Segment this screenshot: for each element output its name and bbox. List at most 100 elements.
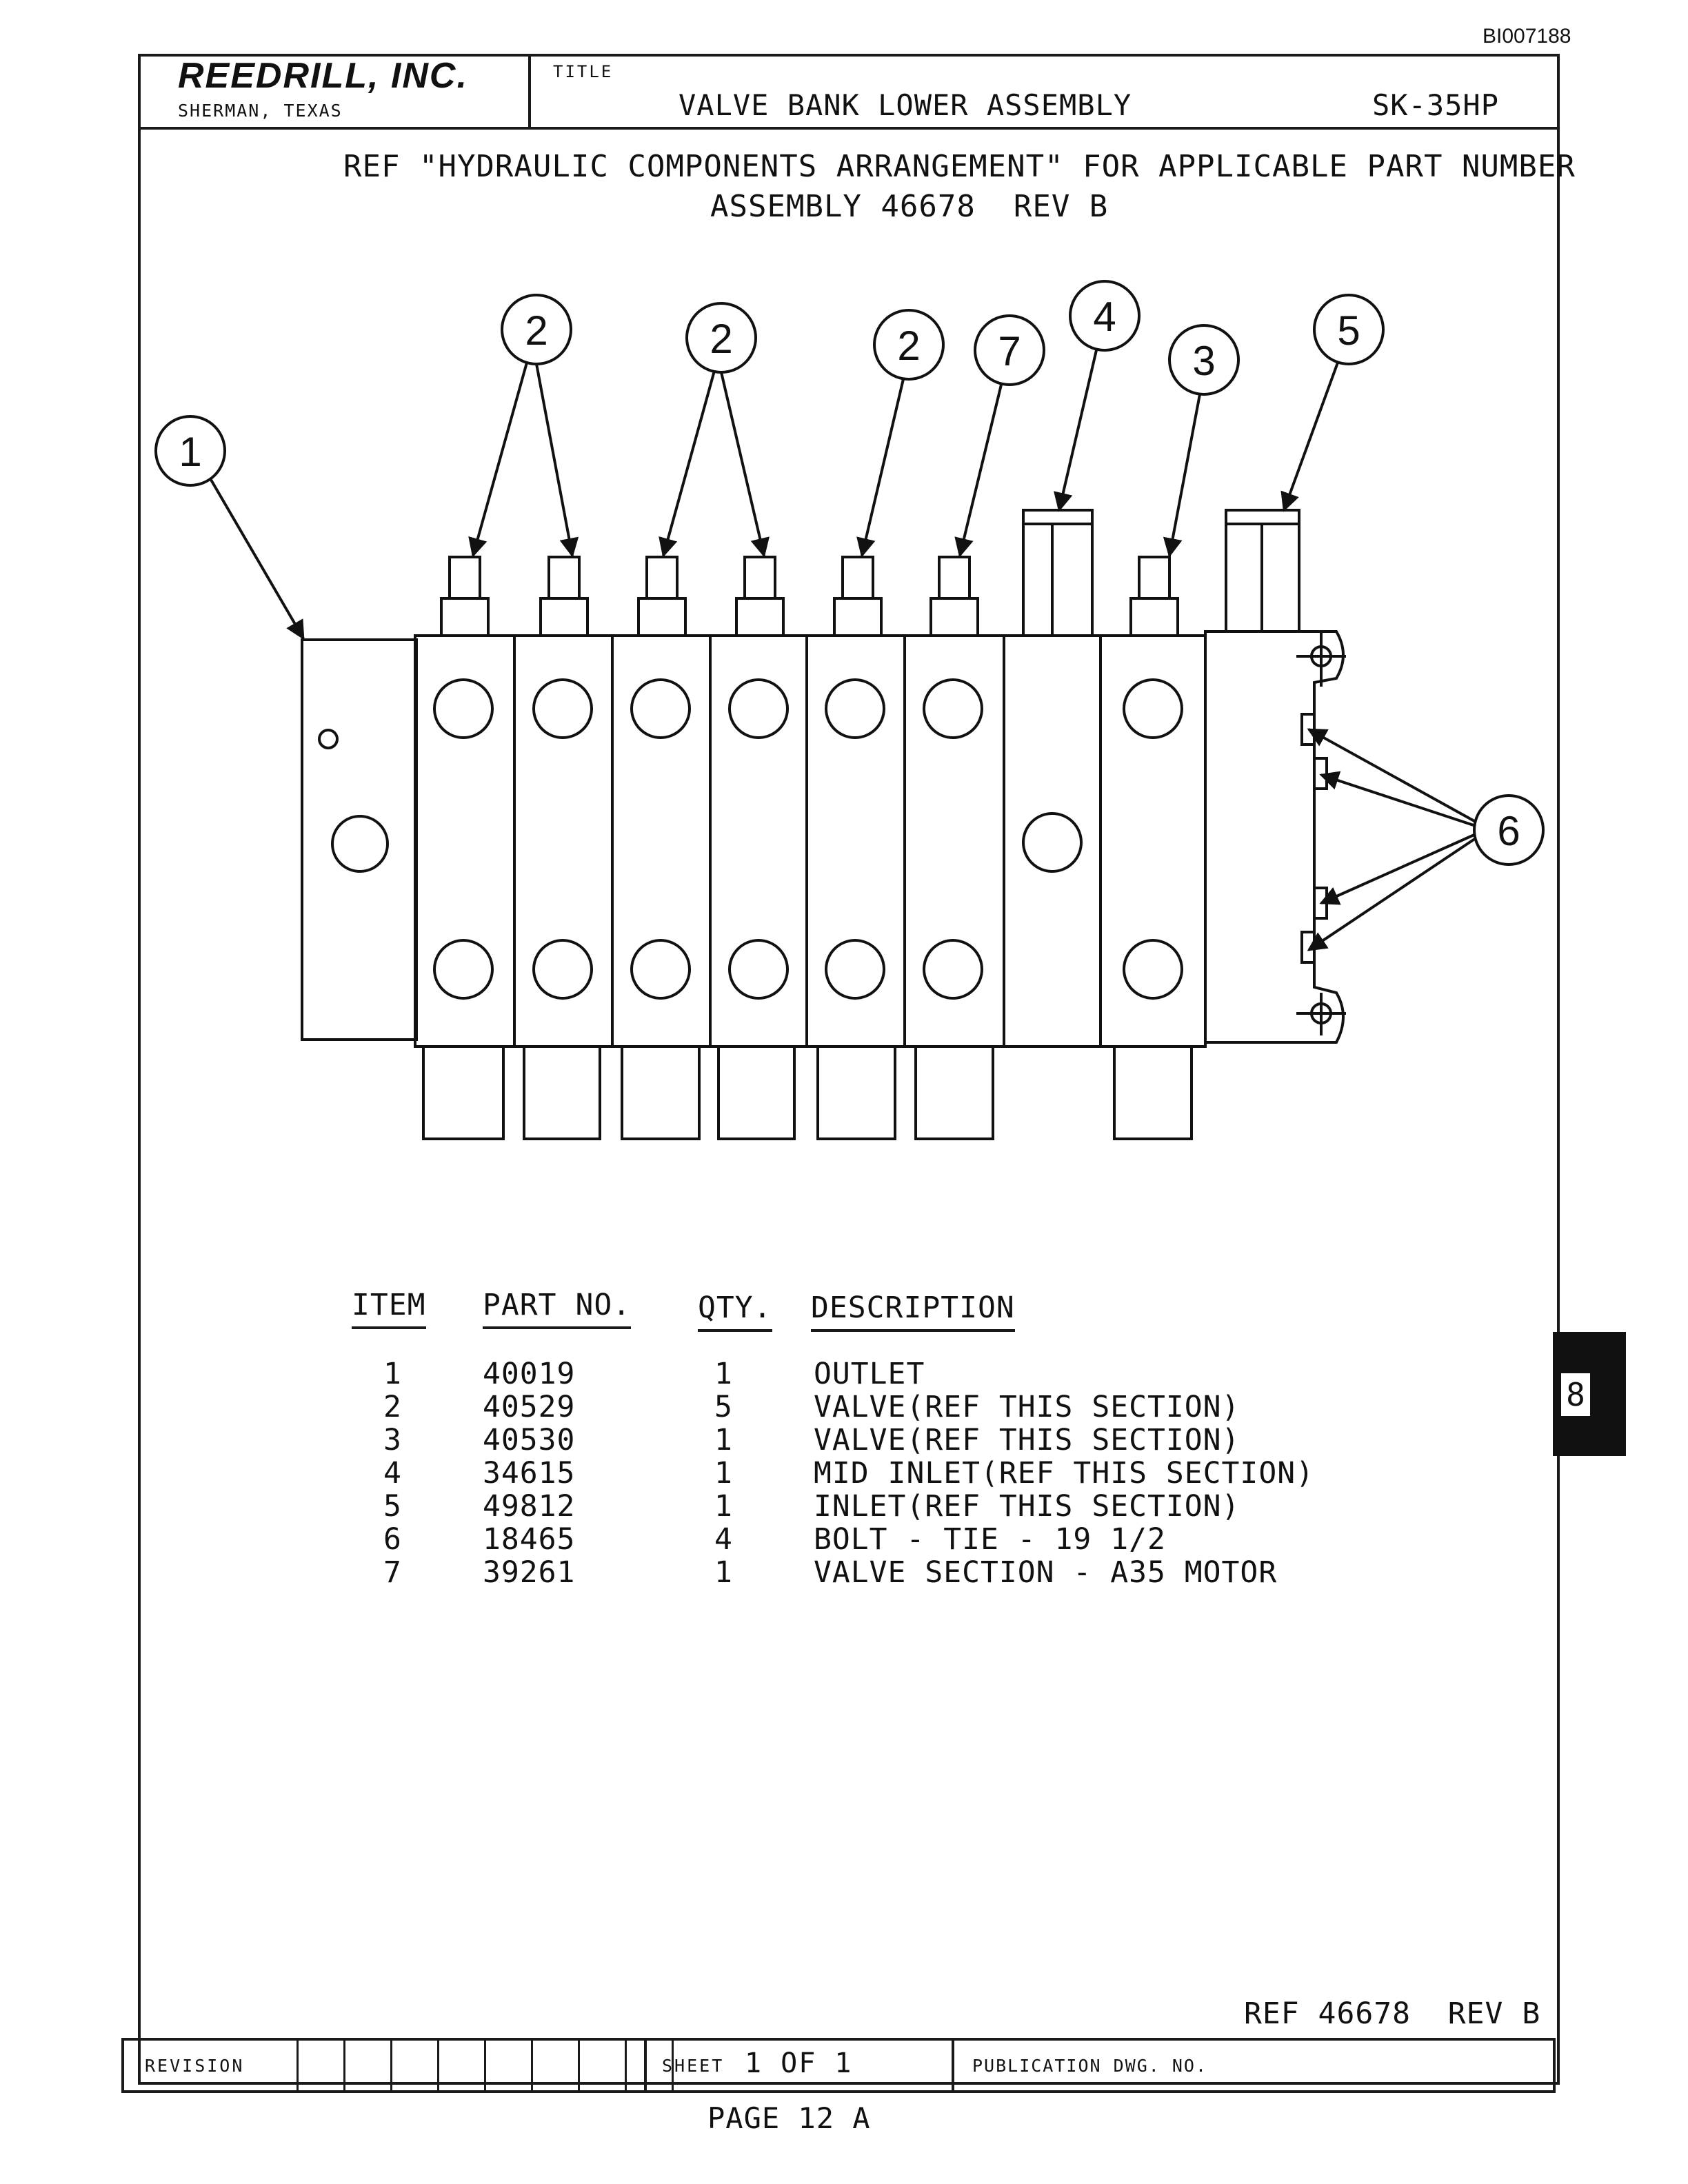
callout-balloon <box>974 314 1045 386</box>
valve-port <box>825 939 885 1000</box>
part-no-cell: 34615 <box>483 1456 576 1490</box>
item-cell: 2 <box>383 1390 402 1424</box>
company-name: REEDRILL, INC. <box>178 56 468 96</box>
revision-cell <box>484 2041 531 2093</box>
revision-cell <box>578 2041 625 2093</box>
outlet-port <box>331 815 389 873</box>
sheet-cell-divider <box>644 2041 647 2093</box>
revision-cell <box>390 2041 437 2093</box>
table-row: 2 40529 5 VALVE(REF THIS SECTION) <box>0 1390 1688 1424</box>
callout-2: 2 <box>897 323 920 369</box>
table-row: 1 40019 1 OUTLET <box>0 1357 1688 1391</box>
footer-strip: REVISION SHEET 1 OF 1 PUBLICATION DWG. N… <box>121 2038 1556 2093</box>
item-cell: 3 <box>383 1423 402 1457</box>
description-cell: VALVE SECTION - A35 MOTOR <box>814 1555 1278 1590</box>
company-location: SHERMAN, TEXAS <box>178 101 343 121</box>
revision-cell <box>625 2041 672 2093</box>
valve-port <box>728 678 789 739</box>
valve-port <box>532 678 593 739</box>
part-no-cell: 39261 <box>483 1555 576 1590</box>
callout-2: 2 <box>525 307 547 354</box>
table-row: 5 49812 1 INLET(REF THIS SECTION) <box>0 1489 1688 1524</box>
item-cell: 1 <box>383 1357 402 1391</box>
revision-cell <box>672 2041 719 2093</box>
valve-port <box>825 678 885 739</box>
description-cell: OUTLET <box>814 1357 925 1391</box>
callout-balloon <box>1473 794 1545 866</box>
callout-1: 1 <box>179 429 201 475</box>
footer-reference: REF 46678 REV B <box>1244 1996 1541 2031</box>
tie-bolt-nut <box>1313 887 1328 920</box>
callout-balloon <box>1069 280 1141 352</box>
item-cell: 6 <box>383 1522 402 1557</box>
callout-6: 6 <box>1497 808 1520 854</box>
title-block-divider <box>138 127 1560 130</box>
description-cell: INLET(REF THIS SECTION) <box>814 1489 1240 1524</box>
qty-cell: 1 <box>714 1357 733 1391</box>
revision-cell <box>531 2041 578 2093</box>
spool-housings <box>422 1045 1193 1140</box>
header-qty: QTY. <box>698 1291 772 1332</box>
item-cell: 5 <box>383 1489 402 1524</box>
valve-port <box>630 678 691 739</box>
qty-cell: 1 <box>714 1423 733 1457</box>
parts-table: ITEM PART NO. QTY. DESCRIPTION 1 40019 1… <box>0 1288 1688 1605</box>
valve-bank-drawing: 1 2 2 2 7 4 3 5 6 <box>154 280 1545 1140</box>
callout-2: 2 <box>710 316 732 362</box>
callout-5: 5 <box>1337 307 1360 354</box>
qty-cell: 1 <box>714 1555 733 1590</box>
valve-port <box>630 939 691 1000</box>
table-row: 7 39261 1 VALVE SECTION - A35 MOTOR <box>0 1555 1688 1590</box>
header-part-no: PART NO. <box>483 1288 632 1329</box>
table-row: 4 34615 1 MID INLET(REF THIS SECTION) <box>0 1456 1688 1490</box>
valve-port <box>1123 678 1183 739</box>
valve-port <box>433 939 494 1000</box>
description-cell: VALVE(REF THIS SECTION) <box>814 1390 1240 1424</box>
part-no-cell: 49812 <box>483 1489 576 1524</box>
drawing-frame <box>138 54 1560 2085</box>
revision-cell <box>343 2041 390 2093</box>
table-row: 3 40530 1 VALVE(REF THIS SECTION) <box>0 1423 1688 1457</box>
reference-note-line1: REF "HYDRAULIC COMPONENTS ARRANGEMENT" F… <box>343 149 1576 184</box>
valve-port <box>532 939 593 1000</box>
inlet-end-plate <box>1204 630 1345 1044</box>
model-number: SK-35HP <box>1372 88 1500 122</box>
outlet-section <box>301 638 418 1041</box>
table-row: 6 18465 4 BOLT - TIE - 19 1/2 <box>0 1522 1688 1557</box>
mid-inlet-riser <box>1022 509 1094 637</box>
qty-cell: 1 <box>714 1489 733 1524</box>
sheet-label: SHEET <box>662 2056 725 2076</box>
callout-balloon <box>1168 324 1240 396</box>
part-no-cell: 18465 <box>483 1522 576 1557</box>
description-cell: VALVE(REF THIS SECTION) <box>814 1423 1240 1457</box>
mid-inlet-port <box>1022 812 1083 873</box>
item-cell: 7 <box>383 1555 402 1590</box>
callout-balloon <box>1313 294 1385 365</box>
header-description: DESCRIPTION <box>811 1291 1015 1332</box>
callout-balloon <box>154 415 226 487</box>
qty-cell: 4 <box>714 1522 733 1557</box>
publication-divider <box>952 2041 954 2093</box>
publication-label: PUBLICATION DWG. NO. <box>972 2056 1208 2076</box>
title-block-vertical <box>528 54 531 128</box>
valve-port <box>923 678 983 739</box>
part-no-cell: 40530 <box>483 1423 576 1457</box>
callout-3: 3 <box>1192 338 1215 384</box>
sheet-value: 1 OF 1 <box>745 2048 853 2079</box>
valve-port <box>1123 939 1183 1000</box>
revision-cell <box>437 2041 484 2093</box>
header-item: ITEM <box>352 1288 426 1329</box>
valve-port <box>433 678 494 739</box>
part-no-cell: 40529 <box>483 1390 576 1424</box>
document-title: VALVE BANK LOWER ASSEMBLY <box>679 88 1132 122</box>
document-id: BI007188 <box>1483 25 1571 48</box>
item-cell: 4 <box>383 1456 402 1490</box>
section-tab-number: 8 <box>1560 1372 1591 1417</box>
qty-cell: 5 <box>714 1390 733 1424</box>
revision-label: REVISION <box>145 2056 245 2076</box>
title-label: TITLE <box>553 62 614 81</box>
callout-balloon <box>873 309 945 381</box>
description-cell: MID INLET(REF THIS SECTION) <box>814 1456 1314 1490</box>
reference-note-line2: ASSEMBLY 46678 REV B <box>710 189 1109 224</box>
part-no-cell: 40019 <box>483 1357 576 1391</box>
